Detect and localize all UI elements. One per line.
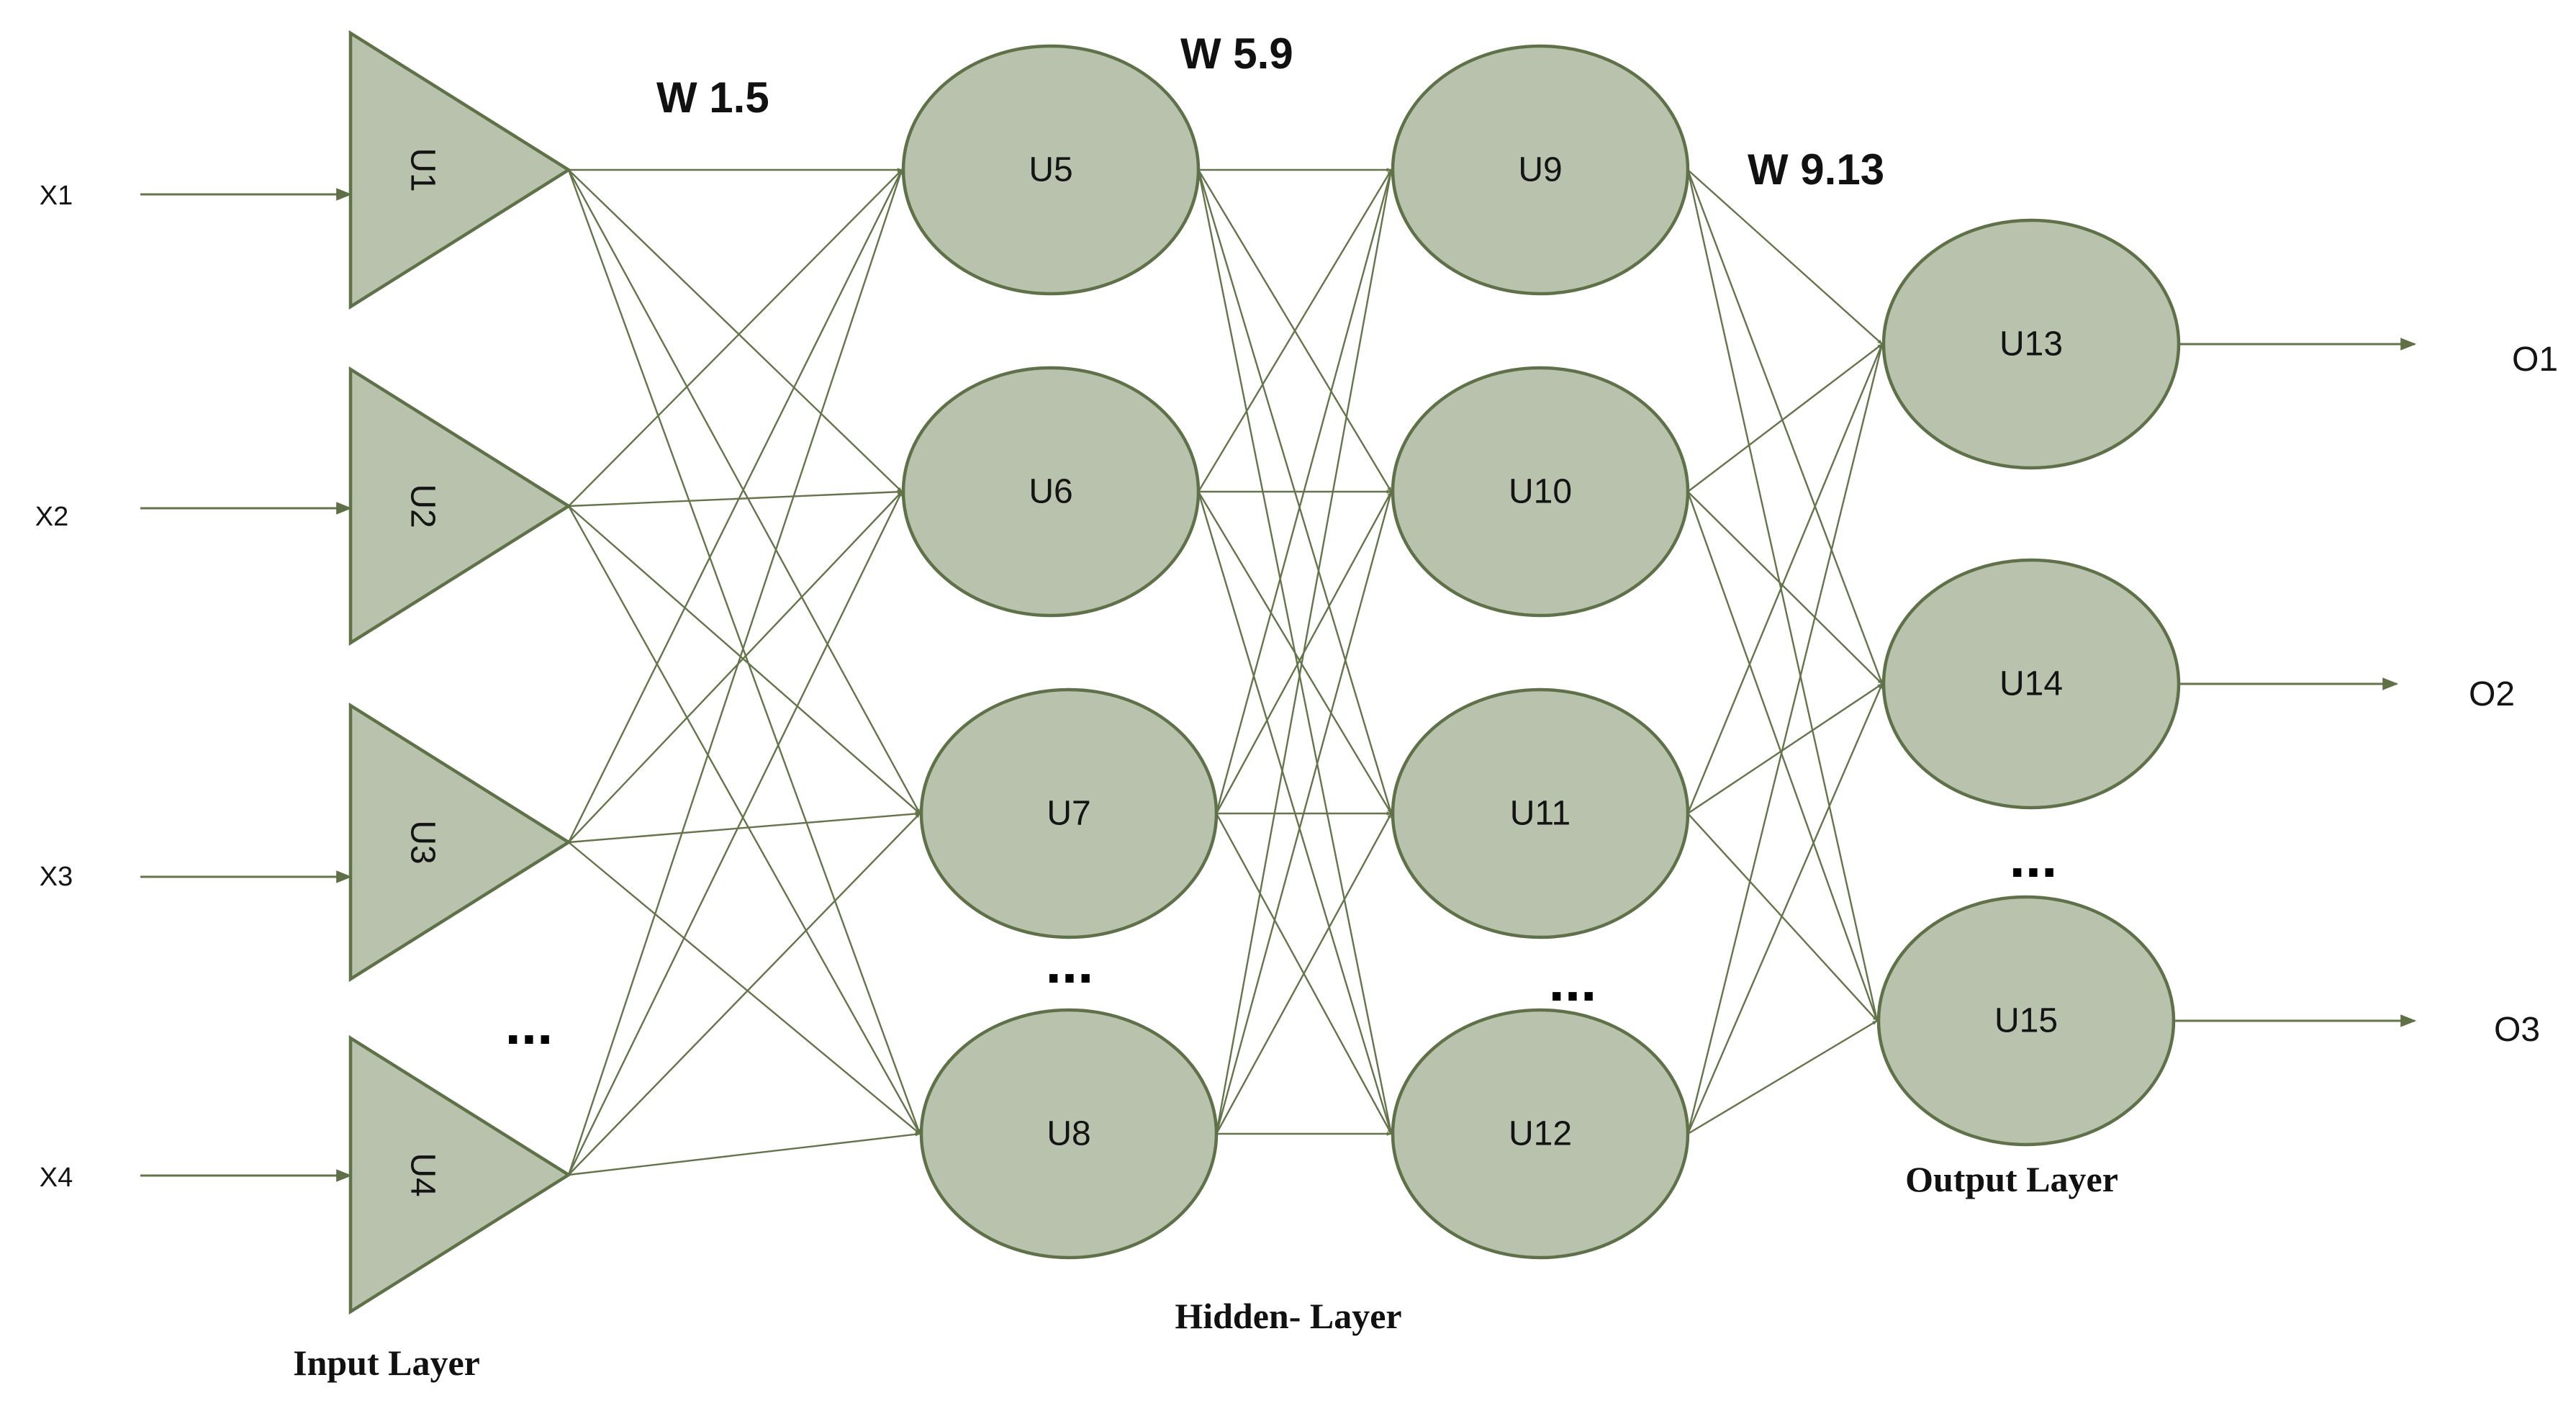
input-label-x4: X4 [40, 1163, 73, 1193]
edge-input-hidden1-1-0 [568, 169, 903, 507]
triangle-shape [348, 702, 572, 983]
edge-input-hidden1-1-2 [568, 505, 921, 814]
node-label-u6: U6 [1029, 473, 1072, 511]
connection-lines [567, 168, 1884, 1176]
edge-hidden2-output-3-2 [1687, 1019, 1878, 1135]
edge-hidden2-output-1-0 [1687, 343, 1883, 492]
edge-input-hidden1-1-1 [568, 490, 903, 508]
edge-hidden2-output-1-2 [1686, 491, 1879, 1022]
ellipse-shape [1881, 558, 2181, 810]
edge-hidden1-hidden2-1-2 [1197, 491, 1393, 814]
edge-input-hidden1-0-3 [567, 169, 921, 1135]
hidden1-node-u5: U5 [901, 44, 1201, 296]
edge-input-hidden1-2-2 [568, 811, 921, 844]
node-label-u9: U9 [1518, 151, 1562, 189]
ellipsis-input-layer: ... [505, 992, 553, 1056]
output-node-u15: U15 [1876, 895, 2176, 1147]
node-label-u15: U15 [1994, 1002, 2058, 1040]
edge-input-hidden1-2-1 [568, 491, 903, 843]
node-label-u11: U11 [1510, 795, 1571, 833]
node-label-u14: U14 [1999, 665, 2063, 703]
edge-input-hidden1-3-1 [567, 491, 903, 1176]
input-node-u4: U4 [348, 1034, 572, 1315]
output-label-o3: O3 [2494, 1011, 2540, 1049]
ellipse-shape [1391, 687, 1690, 939]
ellipse-shape [1391, 44, 1690, 296]
ellipse-shape [1391, 1008, 1690, 1260]
weight-label-w913: W 9.13 [1748, 145, 1884, 194]
node-label-u5: U5 [1029, 151, 1072, 189]
triangle-shape [348, 366, 572, 646]
node-label-u1: U1 [404, 148, 442, 191]
edge-hidden1-hidden2-2-0 [1215, 169, 1393, 814]
edge-hidden2-output-1-1 [1687, 491, 1883, 685]
ellipse-shape [919, 687, 1219, 939]
edge-input-hidden1-2-3 [568, 842, 921, 1135]
hidden2-node-u11: U11 [1391, 687, 1690, 939]
node-label-u2: U2 [404, 484, 442, 528]
triangle-shape [348, 1034, 572, 1315]
ellipse-shape [919, 1008, 1219, 1260]
hidden1-node-u8: U8 [919, 1008, 1219, 1260]
input-label-x1: X1 [40, 181, 73, 211]
hidden-layer-label: Hidden- Layer [1175, 1296, 1401, 1336]
edge-input-hidden1-3-3 [568, 1132, 921, 1176]
weight-label-w15: W 1.5 [656, 73, 769, 122]
edge-hidden1-hidden2-3-2 [1215, 813, 1393, 1135]
node-label-u4: U4 [404, 1153, 442, 1196]
ellipse-shape [1876, 895, 2176, 1147]
edge-input-hidden1-0-2 [567, 169, 921, 814]
input-node-u3: U3 [348, 702, 572, 983]
edge-hidden2-output-0-1 [1686, 169, 1884, 685]
triangle-shape [348, 30, 572, 310]
ellipsis-hidden-layer2: ... [1549, 949, 1597, 1013]
output-layer-label: Output Layer [1905, 1159, 2118, 1199]
edge-input-hidden1-0-1 [568, 169, 903, 492]
edge-hidden1-hidden2-3-0 [1215, 169, 1393, 1135]
edge-hidden1-hidden2-1-0 [1197, 169, 1393, 492]
edge-input-hidden1-3-0 [567, 169, 903, 1176]
edge-hidden2-output-0-0 [1687, 169, 1883, 345]
output-label-o2: O2 [2469, 675, 2515, 713]
ellipse-shape [901, 44, 1201, 296]
edge-hidden2-output-3-1 [1686, 683, 1884, 1135]
ellipse-shape [1391, 366, 1690, 618]
edge-hidden1-hidden2-3-1 [1215, 491, 1393, 1135]
input-node-u1: U1 [348, 30, 572, 310]
ellipsis-output-layer: ... [2010, 825, 2058, 889]
node-label-u3: U3 [404, 820, 442, 864]
hidden2-node-u10: U10 [1391, 366, 1690, 618]
ellipse-shape [1881, 218, 2181, 470]
edge-input-hidden1-2-0 [567, 169, 903, 843]
edge-input-hidden1-1-3 [567, 505, 921, 1135]
input-label-x2: X2 [35, 502, 68, 532]
edge-hidden2-output-3-0 [1686, 343, 1884, 1135]
input-label-x3: X3 [40, 862, 73, 892]
output-node-u13: U13 [1881, 218, 2181, 470]
ellipse-shape [901, 366, 1201, 618]
edge-hidden2-output-2-2 [1687, 813, 1878, 1022]
output-node-u14: U14 [1881, 558, 2181, 810]
node-label-u10: U10 [1509, 473, 1572, 511]
hidden1-node-u6: U6 [901, 366, 1201, 618]
ellipsis-hidden-layer1: ... [1046, 931, 1094, 995]
node-label-u13: U13 [1999, 325, 2063, 364]
io-arrows [140, 188, 2417, 1182]
output-label-o1: O1 [2512, 341, 2558, 379]
edge-hidden2-output-2-0 [1686, 343, 1884, 814]
node-label-u8: U8 [1047, 1115, 1090, 1153]
edge-hidden2-output-2-1 [1687, 683, 1883, 814]
node-label-u7: U7 [1047, 795, 1090, 833]
weight-label-w59: W 5.9 [1180, 30, 1293, 78]
hidden2-node-u12: U12 [1391, 1008, 1690, 1260]
node-label-u12: U12 [1509, 1115, 1572, 1153]
edge-hidden2-output-0-2 [1686, 169, 1879, 1022]
hidden2-node-u9: U9 [1391, 44, 1690, 296]
edge-input-hidden1-3-2 [568, 813, 921, 1176]
hidden1-node-u7: U7 [919, 687, 1219, 939]
input-layer-label: Input Layer [293, 1343, 480, 1383]
input-node-u2: U2 [348, 366, 572, 646]
